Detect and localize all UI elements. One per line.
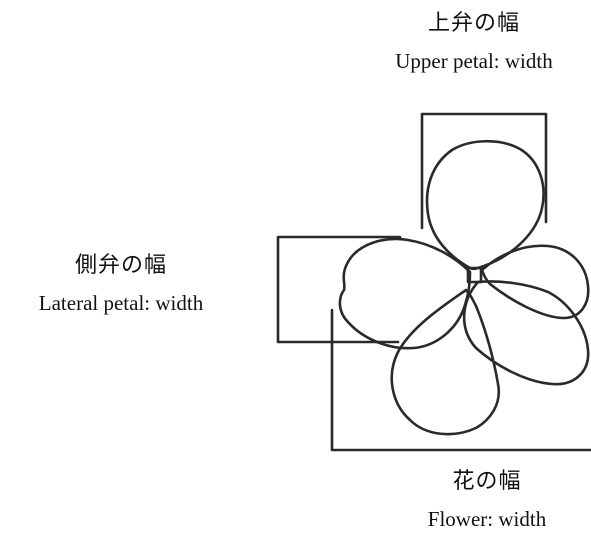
upper-petal-width-label: 上弁の幅 Upper petal: width: [358, 10, 590, 73]
lower-right-petal-outline: [462, 280, 590, 386]
lateral-petal-width-label: 側弁の幅 Lateral petal: width: [0, 252, 242, 315]
right-petal-outline: [480, 244, 590, 320]
flower-width-label-jp: 花の幅: [452, 468, 522, 493]
upper-petal-outline: [425, 139, 545, 271]
lower-left-petal-outline: [390, 288, 501, 436]
lateral-petal-width-label-en: Lateral petal: width: [38, 291, 204, 316]
lateral-petal-outline: [338, 237, 472, 350]
lateral-petal-width-label-jp: 側弁の幅: [74, 252, 167, 277]
upper-petal-width-label-en: Upper petal: width: [395, 49, 553, 74]
flower-width-box: [330, 308, 591, 452]
upper-petal-width-label-jp: 上弁の幅: [427, 10, 520, 35]
flower-width-label: 花の幅 Flower: width: [384, 468, 590, 531]
lateral-petal-width-box: [276, 235, 402, 344]
flower-width-label-en: Flower: width: [427, 507, 547, 532]
upper-petal-width-box: [420, 112, 548, 230]
